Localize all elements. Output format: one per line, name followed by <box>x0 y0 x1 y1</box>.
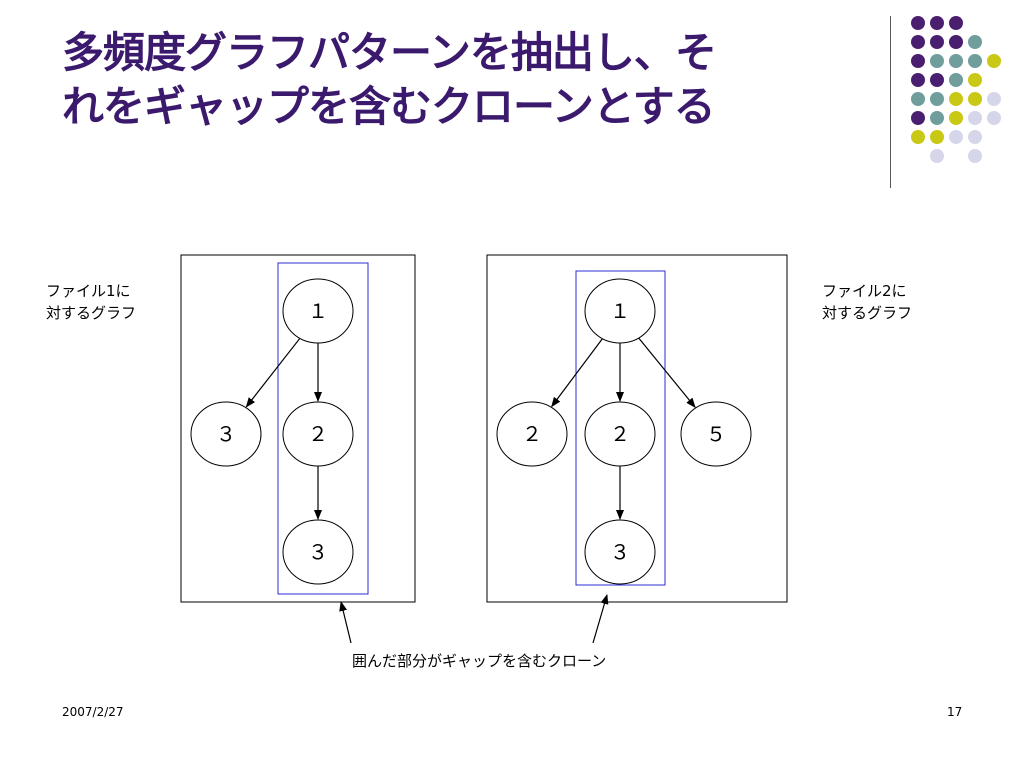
file1-clone-box <box>277 262 369 595</box>
decor-dot <box>968 35 982 49</box>
graph-node: ３ <box>282 519 354 585</box>
decor-dot <box>987 92 1001 106</box>
graph-node-circle <box>584 278 656 344</box>
graph-node-circle <box>282 278 354 344</box>
decor-divider <box>890 16 891 188</box>
file2-graph-frame <box>486 254 788 603</box>
decor-dot <box>968 130 982 144</box>
graph-node: ２ <box>584 401 656 467</box>
graph-node-circle <box>282 401 354 467</box>
caption-pointer-right <box>592 594 609 644</box>
decor-dot <box>949 16 963 30</box>
graph-node-label: ３ <box>308 540 328 564</box>
graph-edge <box>245 335 303 408</box>
decor-dot <box>968 149 982 163</box>
graph-node: ２ <box>282 401 354 467</box>
graph-node: １ <box>282 278 354 344</box>
file1-label-line-2: 対するグラフ <box>46 304 137 322</box>
graph-node-label: ３ <box>216 422 236 446</box>
title-line-1: 多頻度グラフパターンを抽出し、そ <box>62 28 717 77</box>
graph-node-circle <box>190 401 262 467</box>
graph-node-label: ２ <box>308 422 328 446</box>
graph-node-label: １ <box>308 299 328 323</box>
graph-node: ２ <box>496 401 568 467</box>
decor-dot <box>911 111 925 125</box>
graph-node-label: ３ <box>610 540 630 564</box>
decor-dot <box>930 149 944 163</box>
graph-nodes: １ ３ ２ ３ １ ２ ２ ５ ３ <box>190 278 752 585</box>
file1-label: ファイル1に 対するグラフ <box>46 280 136 324</box>
file2-label: ファイル2に 対するグラフ <box>822 280 912 324</box>
file2-clone-box <box>575 270 666 586</box>
graph-edge <box>551 335 605 408</box>
graph-node-label: １ <box>610 299 630 323</box>
slide-title: 多頻度グラフパターンを抽出し、そ れをギャップを含むクローンとする <box>62 26 872 134</box>
graph-node-circle <box>584 401 656 467</box>
graph-node-label: ２ <box>610 422 630 446</box>
decor-dot <box>949 111 963 125</box>
file1-label-line-1: ファイル1に <box>46 282 131 300</box>
decor-dot <box>949 73 963 87</box>
decor-dot <box>911 73 925 87</box>
graph-node-label: ２ <box>522 422 542 446</box>
decor-dot <box>930 16 944 30</box>
decor-dot <box>968 92 982 106</box>
graph-node: １ <box>584 278 656 344</box>
decor-dot <box>930 130 944 144</box>
decor-dot <box>911 54 925 68</box>
decor-dot <box>911 16 925 30</box>
decor-dot <box>949 54 963 68</box>
clone-caption: 囲んだ部分がギャップを含むクローン <box>352 652 607 670</box>
decor-dot <box>987 111 1001 125</box>
decor-dot <box>930 54 944 68</box>
title-line-2: れをギャップを含むクローンとする <box>62 82 716 131</box>
decor-dot <box>930 92 944 106</box>
decor-dot <box>968 111 982 125</box>
graph-node: ３ <box>190 401 262 467</box>
graph-node-circle <box>584 519 656 585</box>
decor-dot <box>968 54 982 68</box>
file2-label-line-2: 対するグラフ <box>822 304 913 322</box>
graph-node: ３ <box>584 519 656 585</box>
graph-node-circle <box>680 401 752 467</box>
file2-label-line-1: ファイル2に <box>822 282 907 300</box>
decor-dot <box>949 130 963 144</box>
slide-page-number: 17 <box>947 705 963 719</box>
slide-date: 2007/2/27 <box>62 705 124 719</box>
decor-dot <box>987 54 1001 68</box>
decor-dot <box>968 73 982 87</box>
graph-node-circle <box>282 519 354 585</box>
graph-node-circle <box>496 401 568 467</box>
decor-dot <box>911 92 925 106</box>
graph-edges <box>245 335 696 520</box>
decor-dot <box>930 111 944 125</box>
decor-dot <box>911 35 925 49</box>
decor-dot <box>930 73 944 87</box>
caption-pointer-left <box>339 601 352 644</box>
decor-dot <box>911 130 925 144</box>
graph-node-label: ５ <box>706 422 726 446</box>
decor-dot <box>949 92 963 106</box>
decor-dot <box>930 35 944 49</box>
file1-graph-frame <box>180 254 416 603</box>
graph-node: ５ <box>680 401 752 467</box>
graph-edge <box>636 335 696 408</box>
decor-dot <box>949 35 963 49</box>
